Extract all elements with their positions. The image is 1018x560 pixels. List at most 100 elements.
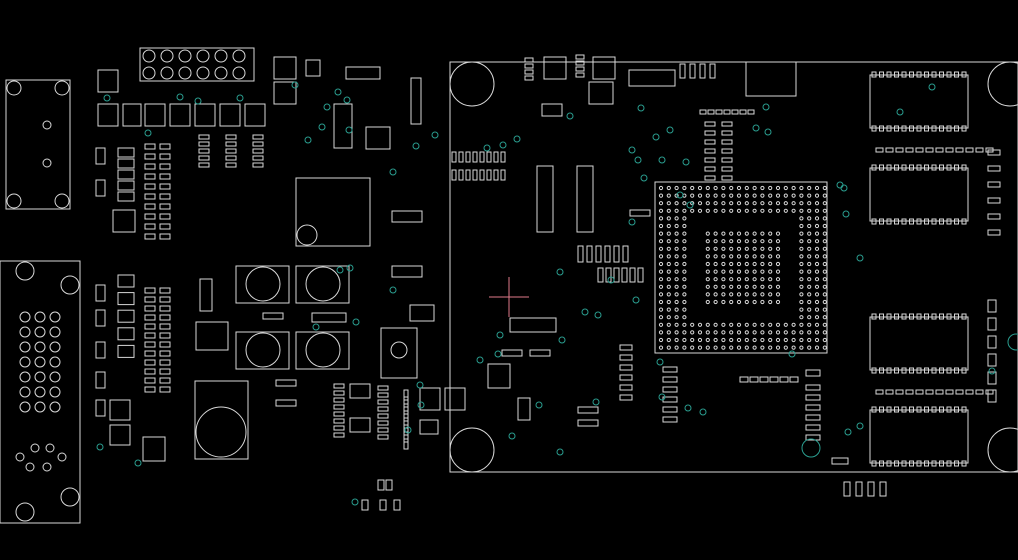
bga-ball	[744, 277, 749, 282]
connector-hole	[6, 193, 22, 209]
bga-ball	[682, 261, 687, 267]
pad	[707, 109, 715, 115]
bga-ball	[682, 231, 687, 236]
pad	[905, 147, 914, 153]
resistor	[144, 203, 156, 210]
bga-ball	[713, 261, 718, 267]
chip-pin	[931, 367, 937, 374]
bga-ball	[799, 299, 804, 305]
resistor	[144, 213, 156, 220]
bga-ball	[713, 330, 718, 335]
bga-ball	[822, 315, 827, 320]
bga-ball	[822, 201, 827, 206]
resistor	[144, 223, 156, 230]
pad	[252, 134, 264, 140]
bga-ball	[729, 277, 734, 282]
chip-pin	[894, 71, 899, 78]
bga-ball	[760, 337, 765, 343]
bga-ball	[791, 208, 796, 213]
bga-ball	[822, 185, 827, 191]
bga-ball	[775, 322, 781, 327]
bga-ball	[760, 284, 765, 289]
header-pin	[196, 49, 210, 63]
chip	[117, 274, 135, 288]
bga-ball	[682, 277, 687, 282]
resistor	[144, 359, 156, 366]
bga-ball	[658, 216, 664, 221]
connector-pin	[42, 462, 52, 472]
pad	[885, 389, 894, 395]
bga-ball	[666, 216, 671, 221]
resistor	[144, 323, 156, 330]
chip-pin	[939, 125, 944, 132]
bga-ball	[674, 223, 679, 229]
bga-ball	[729, 322, 734, 327]
bga-ball	[682, 337, 687, 343]
chip-pin	[939, 367, 944, 374]
bga-ball	[814, 284, 820, 289]
via	[389, 168, 397, 176]
bga-ball	[760, 246, 765, 251]
bga-ball	[666, 345, 671, 350]
bga-ball	[744, 269, 749, 274]
bga-ball	[682, 284, 687, 289]
bga-ball	[658, 201, 664, 206]
bga-ball	[666, 292, 671, 297]
chip-pin	[961, 460, 967, 467]
pad	[739, 109, 747, 115]
pad	[225, 148, 237, 154]
bga-ball	[736, 246, 742, 251]
smd-component	[419, 387, 441, 411]
via	[323, 103, 331, 111]
bga-ball	[682, 208, 687, 213]
via	[476, 356, 484, 364]
bga-ball	[690, 330, 695, 335]
header-pin	[178, 66, 192, 80]
chip	[117, 191, 135, 202]
bga-ball	[822, 216, 827, 221]
pad	[472, 169, 478, 181]
smd-component	[333, 103, 353, 149]
bga-ball	[674, 284, 679, 289]
connector-pin	[19, 371, 31, 383]
pad	[704, 175, 716, 181]
resistor	[144, 314, 156, 321]
pad	[843, 481, 851, 497]
bga-ball	[807, 292, 812, 297]
pad	[855, 481, 863, 497]
connector-pin	[34, 371, 46, 383]
bga-ball	[721, 254, 726, 259]
pad	[704, 157, 716, 163]
pad	[689, 63, 696, 79]
pad	[721, 121, 733, 127]
resistor	[159, 350, 171, 357]
smd-component	[305, 59, 321, 77]
bga-ball	[807, 337, 812, 343]
bga-ball	[814, 231, 820, 236]
bga-ball	[768, 330, 773, 335]
bga-ball	[744, 261, 749, 267]
bga-ball	[799, 208, 804, 213]
pad	[479, 169, 485, 181]
chip	[117, 147, 135, 158]
header-pin	[142, 49, 156, 63]
pad	[721, 166, 733, 172]
bga-ball	[807, 284, 812, 289]
bga-ball	[736, 261, 742, 267]
bga-ball	[822, 208, 827, 213]
bga-ball	[721, 299, 726, 305]
connector-pin	[15, 452, 25, 462]
bga-ball	[697, 330, 703, 335]
chip-pin	[871, 460, 877, 467]
chip-pin	[939, 218, 944, 225]
bga-ball	[713, 208, 718, 213]
bga-ball	[666, 337, 671, 343]
bga-ball	[721, 201, 726, 206]
chip-pin	[961, 125, 967, 132]
pad	[704, 166, 716, 172]
via	[632, 296, 640, 304]
chip-pin	[939, 164, 944, 171]
pad	[662, 366, 678, 373]
via	[389, 286, 397, 294]
